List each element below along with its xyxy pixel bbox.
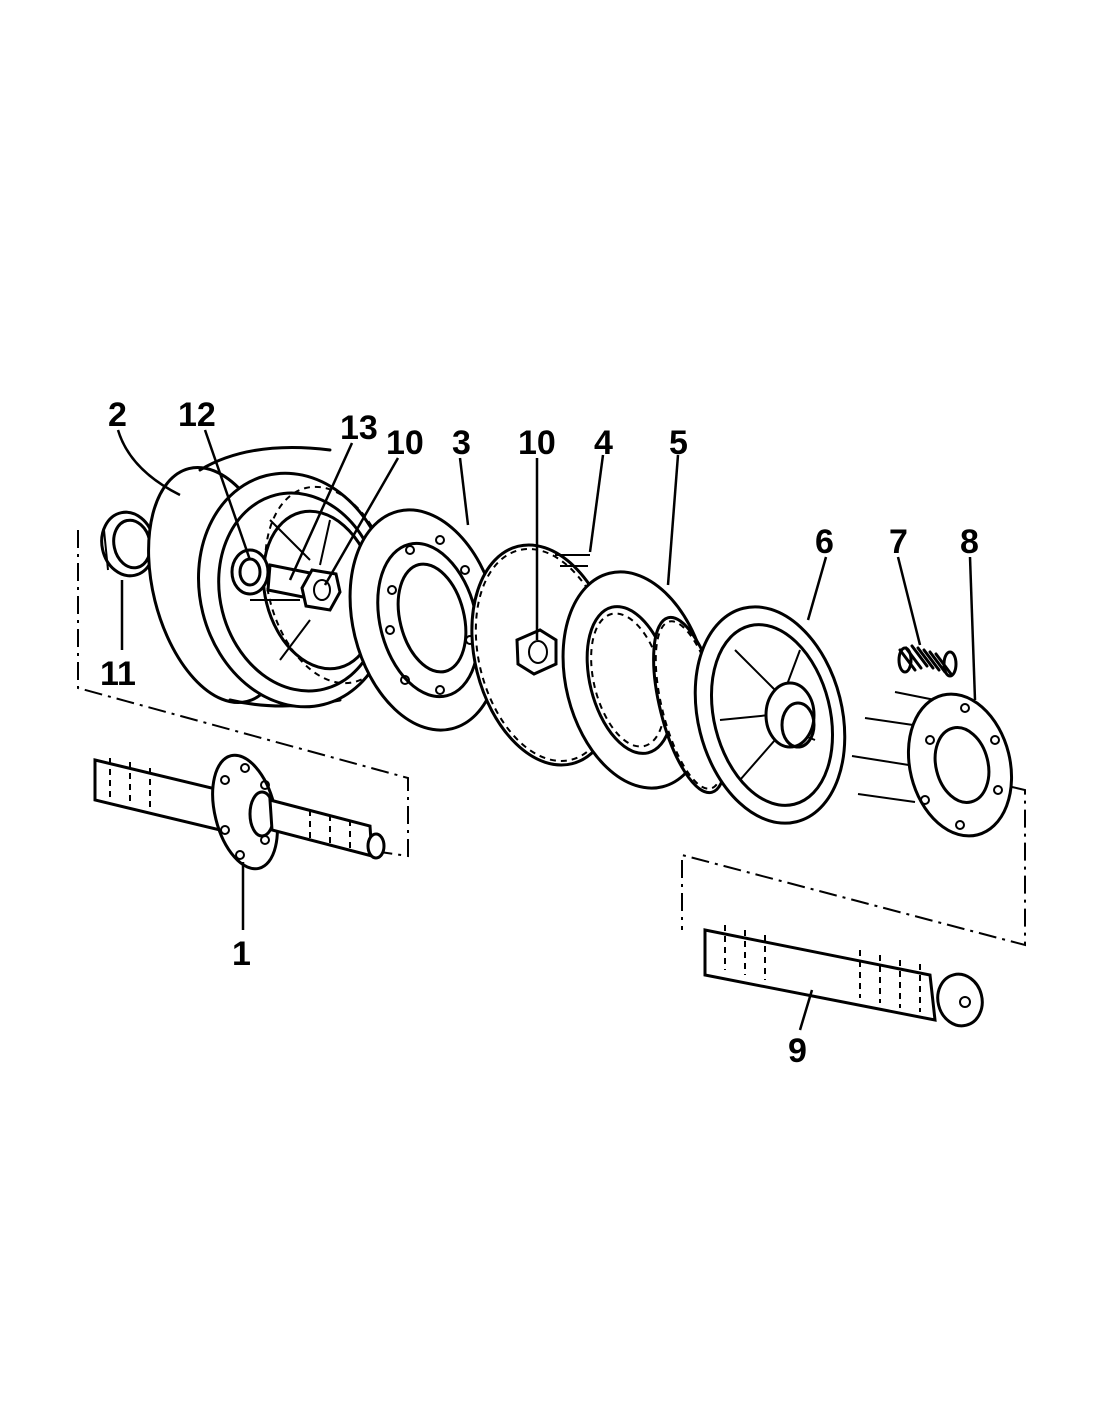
part-1-input-shaft — [93, 753, 386, 871]
callout-10b: 10 — [518, 424, 556, 462]
callout-6: 6 — [815, 523, 834, 561]
callout-9: 9 — [788, 1032, 807, 1070]
part-2-clutch-drum — [147, 446, 396, 709]
callout-7: 7 — [889, 523, 908, 561]
callout-12: 12 — [178, 396, 216, 434]
callout-5: 5 — [669, 424, 688, 462]
part-10-nut-a — [300, 568, 342, 612]
part-6-clutch-hub — [652, 605, 847, 825]
callout-8: 8 — [960, 523, 979, 561]
part-8-spring-retainer — [851, 691, 1014, 838]
callout-1: 1 — [232, 935, 251, 973]
callout-3: 3 — [452, 424, 471, 462]
part-10-nut-b — [515, 628, 558, 676]
callout-labels: 2 12 13 10 3 10 4 5 6 7 8 11 1 9 — [100, 396, 979, 1070]
callout-4: 4 — [594, 424, 613, 462]
callout-10a: 10 — [386, 424, 424, 462]
leader-lines — [116, 429, 977, 1031]
part-9-output-shaft — [703, 925, 984, 1028]
callout-13: 13 — [340, 409, 378, 447]
part-3-pressure-plate — [348, 508, 502, 732]
assembly-guide-lines — [77, 530, 1026, 947]
callout-11: 11 — [100, 655, 136, 693]
callout-2: 2 — [108, 396, 127, 434]
part-7-spring — [897, 644, 958, 678]
